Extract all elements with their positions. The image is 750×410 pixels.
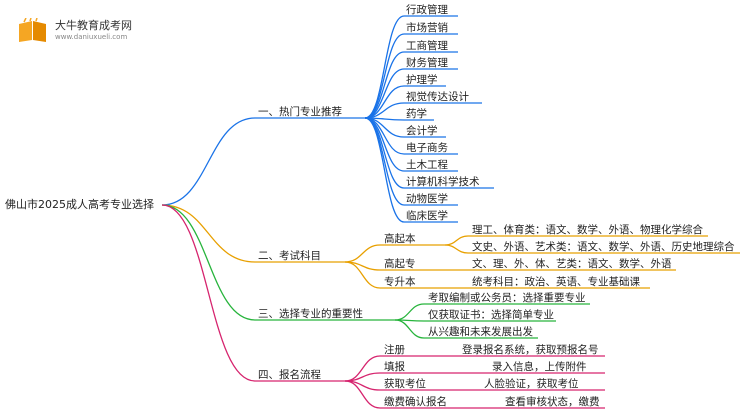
child-connector [364, 51, 405, 119]
branch-hot-majors: 一、热门专业推荐 [258, 106, 342, 118]
exam-detail: 文、理、外、体、艺类：语文、数学、外语 [472, 258, 672, 270]
major-item: 药学 [406, 108, 427, 120]
exam-level-gaoqizhuan: 高起专 [384, 258, 416, 270]
importance-item: 考取编制或公务员：选择重要专业 [428, 292, 586, 304]
step-detail: 录入信息，上传附件 [492, 361, 587, 373]
exam-detail: 文史、外语、艺术类：语文、数学、外语、历史地理综合 [472, 241, 735, 253]
step-label: 注册 [384, 344, 405, 356]
child-connector [394, 303, 425, 321]
root-connector [161, 117, 256, 206]
detail-connector [444, 235, 469, 246]
root-connector [161, 204, 256, 382]
logo-book-icon [19, 17, 46, 42]
root-connector [161, 204, 256, 263]
child-connector [344, 380, 381, 409]
child-connector [364, 15, 405, 119]
major-item: 护理学 [406, 74, 438, 86]
exam-detail: 理工、体育类：语文、数学、外语、物理化学综合 [472, 224, 703, 236]
branch-exam-subjects: 二、考试科目 [258, 250, 321, 262]
branch-registration: 四、报名流程 [258, 369, 321, 381]
step-label: 缴费确认报名 [384, 396, 447, 408]
logo-url: www.daniuxueli.com [55, 33, 128, 41]
major-item: 会计学 [406, 125, 438, 137]
child-connector [364, 117, 405, 223]
child-connector [364, 33, 405, 119]
step-detail: 查看审核状态，缴费 [505, 396, 600, 408]
child-connector [344, 244, 381, 263]
step-detail: 人脸验证，获取考位 [484, 378, 579, 390]
logo [16, 17, 50, 44]
exam-detail: 统考科目：政治、英语、专业基础课 [472, 276, 640, 288]
child-connector [344, 261, 381, 289]
step-label: 获取考位 [384, 378, 426, 390]
exam-level-gaoqiben: 高起本 [384, 233, 416, 245]
branch-importance: 三、选择专业的重要性 [258, 308, 363, 320]
root-connector [161, 204, 256, 321]
step-label: 填报 [384, 361, 405, 373]
major-item: 土木工程 [406, 159, 448, 171]
root-node: 佛山市2025成人高考专业选择 [5, 198, 154, 211]
logo-title: 大牛教育成考网 [55, 19, 132, 32]
major-item: 市场营销 [406, 22, 448, 34]
importance-item: 仅获取证书：选择简单专业 [428, 309, 554, 321]
exam-level-zhuanshengben: 专升本 [384, 276, 416, 288]
major-item: 电子商务 [406, 142, 448, 154]
major-item: 动物医学 [406, 193, 448, 205]
major-item: 工商管理 [406, 40, 448, 52]
child-connector [364, 117, 405, 206]
importance-item: 从兴趣和未来发展出发 [428, 326, 533, 338]
major-item: 临床医学 [406, 210, 448, 222]
step-detail: 登录报名系统，获取预报名号 [462, 344, 599, 356]
major-item: 计算机科学技术 [406, 176, 480, 188]
major-item: 视觉传达设计 [406, 91, 469, 103]
major-item: 行政管理 [406, 4, 448, 16]
child-connector [394, 319, 425, 339]
child-connector [364, 85, 405, 119]
detail-connector [444, 244, 469, 254]
major-item: 财务管理 [406, 57, 448, 69]
